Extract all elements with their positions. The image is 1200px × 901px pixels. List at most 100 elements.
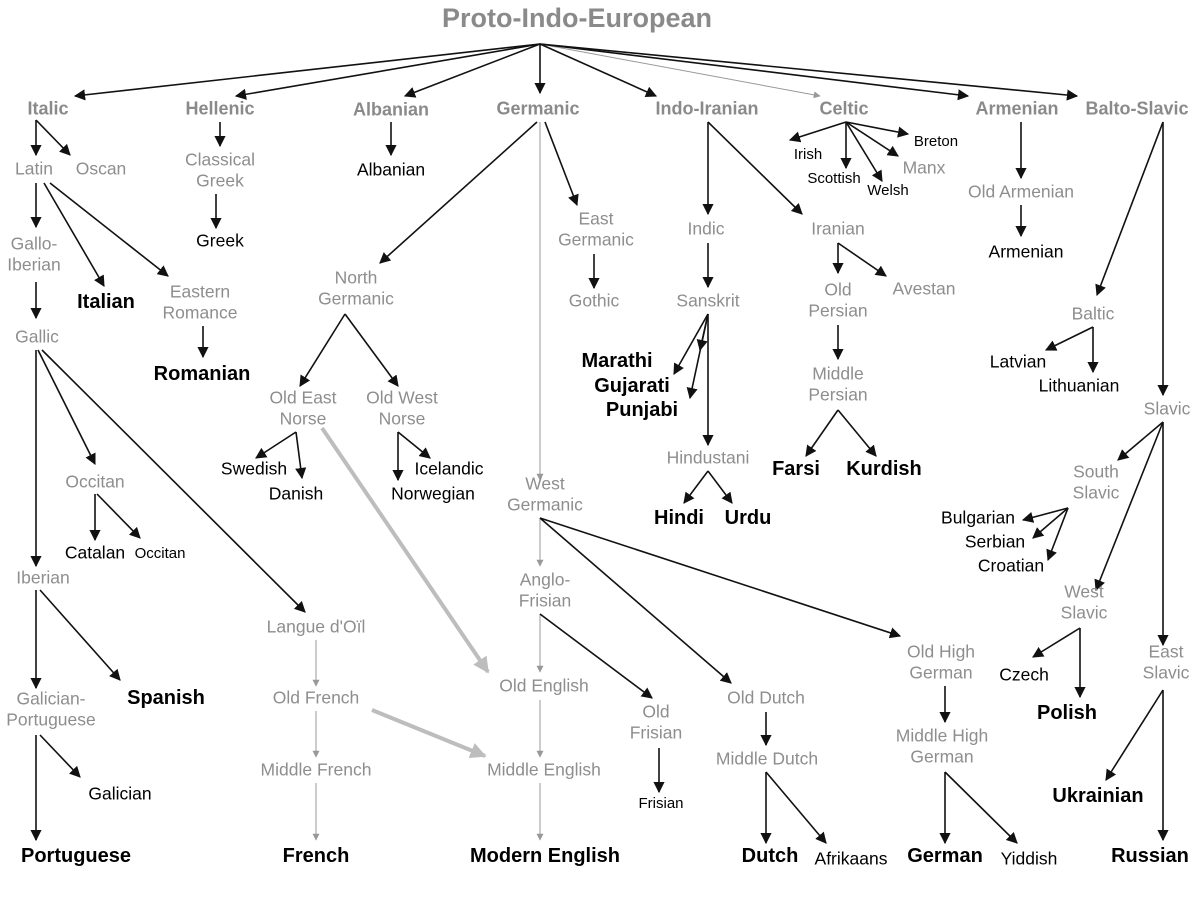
node-west-slavic: West Slavic (1060, 581, 1108, 622)
descent-arrow (837, 242, 887, 277)
node-anglo-frisian: Anglo- Frisian (518, 569, 572, 610)
node-occitan-group: Occitan (65, 471, 125, 492)
node-old-english: Old English (499, 675, 589, 696)
branch-indo-iranian: Indo-Iranian (655, 98, 759, 119)
descent-arrow (845, 121, 883, 182)
node-old-west-norse: Old West Norse (366, 387, 438, 428)
lang-frisian: Frisian (638, 795, 684, 813)
node-avestan: Avestan (892, 278, 956, 299)
descent-arrow (379, 121, 538, 264)
node-iberian: Iberian (16, 567, 70, 588)
node-hindustani: Hindustani (666, 447, 750, 468)
descent-arrow (539, 43, 1079, 101)
lang-latvian: Latvian (989, 351, 1047, 372)
page-title: Proto-Indo-European (442, 3, 712, 34)
node-south-slavic: South Slavic (1072, 461, 1120, 502)
node-middle-english: Middle English (487, 759, 601, 780)
lang-gujarati: Gujarati (594, 375, 670, 398)
lang-galician: Galician (88, 783, 152, 804)
branch-armenian: Armenian (975, 98, 1059, 119)
descent-arrow (683, 470, 709, 504)
lang-welsh: Welsh (867, 182, 909, 200)
lang-catalan: Catalan (64, 542, 126, 563)
node-baltic: Baltic (1071, 303, 1115, 324)
descent-arrow (539, 43, 658, 97)
node-gothic: Gothic (568, 290, 620, 311)
node-classical-greek: Classical Greek (184, 149, 256, 190)
lang-farsi: Farsi (772, 458, 820, 481)
descent-arrow (539, 517, 902, 639)
node-north-germanic: North Germanic (318, 267, 394, 308)
descent-arrow (39, 734, 81, 778)
branch-hellenic: Hellenic (185, 98, 255, 119)
lang-marathi: Marathi (581, 350, 653, 373)
lang-kurdish: Kurdish (846, 458, 922, 481)
influence-arrow (320, 426, 490, 674)
descent-arrow (805, 409, 839, 457)
node-gallic: Gallic (15, 326, 59, 347)
lang-portuguese: Portuguese (20, 845, 132, 868)
branch-germanic: Germanic (496, 98, 580, 119)
descent-arrow (397, 431, 431, 459)
lang-urdu: Urdu (724, 507, 772, 530)
lang-armenian: Armenian (988, 241, 1064, 262)
lang-yiddish: Yiddish (1000, 848, 1058, 869)
lang-lithuanian: Lithuanian (1038, 375, 1120, 396)
lang-occitan: Occitan (134, 545, 186, 563)
branch-balto-slavic: Balto-Slavic (1085, 98, 1189, 119)
descent-arrow (96, 493, 141, 539)
node-oscan: Oscan (75, 158, 127, 179)
branch-celtic: Celtic (819, 98, 869, 119)
node-sanskrit: Sanskrit (676, 290, 740, 311)
lang-spanish: Spanish (127, 687, 205, 710)
descent-arrow (707, 470, 733, 504)
descent-arrow (234, 43, 541, 100)
lang-modern-english: Modern English (470, 845, 620, 868)
descent-arrow (1117, 421, 1164, 461)
lang-irish: Irish (793, 146, 823, 164)
lang-czech: Czech (999, 664, 1049, 685)
descent-arrow (73, 43, 541, 101)
node-old-persian: Old Persian (808, 279, 868, 320)
descent-arrow (837, 409, 877, 457)
descent-arrow (707, 121, 803, 215)
node-east-slavic: East Slavic (1142, 641, 1190, 682)
descent-arrow (299, 313, 346, 387)
lang-scottish: Scottish (807, 170, 861, 188)
descent-arrow (1021, 507, 1069, 523)
node-latin: Latin (15, 158, 53, 179)
descent-arrow (35, 119, 71, 156)
lang-bulgarian: Bulgarian (941, 507, 1015, 528)
descent-arrow (539, 613, 653, 699)
node-indic: Indic (687, 218, 725, 239)
descent-arrow (1032, 627, 1081, 658)
node-middle-persian: Middle Persian (808, 363, 868, 404)
lang-croatian: Croatian (977, 555, 1045, 576)
node-west-germanic: West Germanic (507, 473, 583, 514)
node-galician-portuguese: Galician- Portuguese (6, 688, 96, 729)
lang-dutch: Dutch (741, 845, 799, 868)
descent-arrow (344, 313, 399, 387)
descent-arrow (255, 431, 297, 459)
node-langue-doil: Langue d'Oïl (266, 616, 366, 637)
descent-arrow (1044, 326, 1094, 351)
node-middle-french: Middle French (260, 759, 372, 780)
lang-punjabi: Punjabi (605, 399, 679, 422)
descent-arrow (544, 121, 579, 207)
lang-greek: Greek (196, 230, 244, 251)
descent-arrow (673, 313, 709, 375)
lang-icelandic: Icelandic (414, 458, 484, 479)
descent-arrow (37, 349, 96, 466)
lang-norwegian: Norwegian (391, 483, 475, 504)
node-gallo-iberian: Gallo- Iberian (7, 233, 61, 274)
lang-serbian: Serbian (964, 531, 1026, 552)
descent-arrow (43, 182, 105, 287)
node-old-east-norse: Old East Norse (269, 387, 337, 428)
lang-russian: Russian (1111, 845, 1189, 868)
lang-swedish: Swedish (220, 458, 288, 479)
lang-hindi: Hindi (654, 507, 704, 530)
node-middle-high-german: Middle High German (895, 725, 989, 766)
descent-arrow (539, 43, 821, 99)
node-slavic: Slavic (1143, 398, 1191, 419)
